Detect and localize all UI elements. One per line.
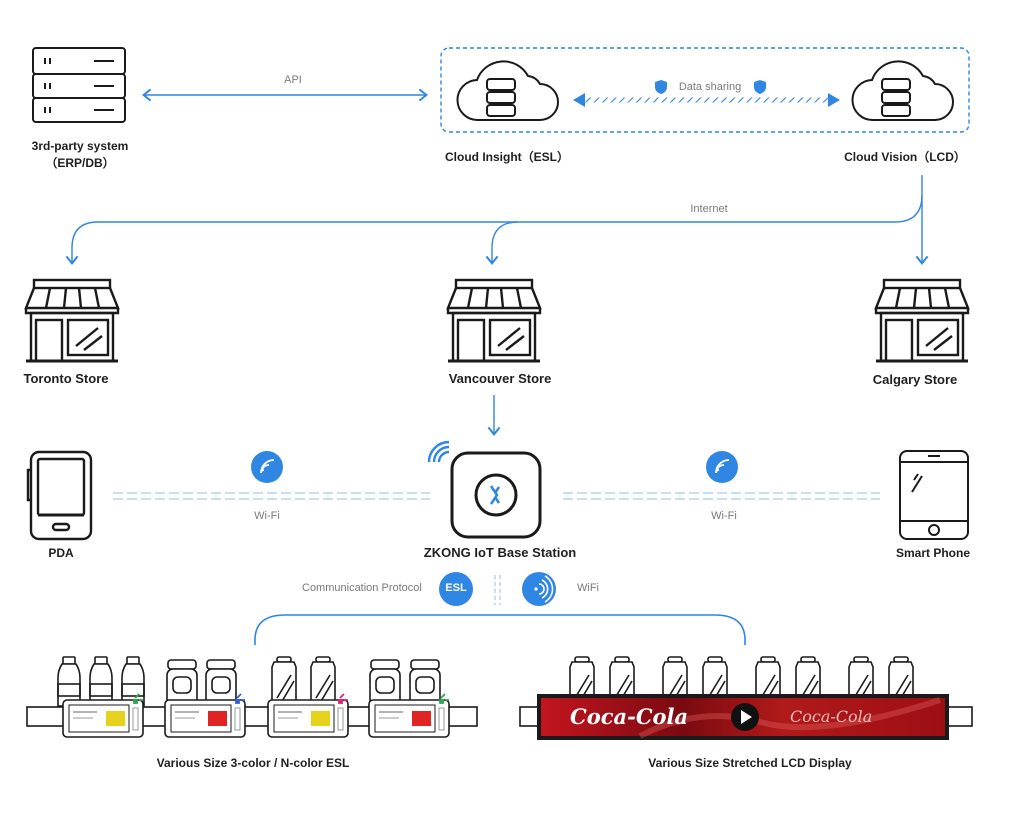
esl-tag — [62, 693, 144, 738]
data-sharing-label: Data sharing — [678, 81, 742, 93]
smartphone-label: Smart Phone — [895, 546, 971, 560]
protocol-arc — [254, 614, 746, 645]
toronto-store-label: Toronto Store — [23, 371, 109, 386]
base-station-label: ZKONG IoT Base Station — [423, 545, 577, 560]
bottle-icon — [121, 656, 145, 707]
internet-lines — [65, 175, 929, 436]
esl-shelf — [26, 706, 478, 727]
lcd-brand-right: Coca-Cola — [790, 707, 873, 726]
wifi-icon — [427, 440, 450, 463]
esl-tags — [62, 693, 450, 738]
pda-icon — [26, 450, 93, 541]
jar-icon — [409, 659, 441, 707]
indicator-light — [338, 693, 348, 704]
jar-icon — [369, 659, 401, 707]
cloud-platform-box — [440, 47, 970, 133]
esl-badge — [439, 572, 473, 606]
store-icon — [24, 278, 120, 363]
cloud-server-icon — [456, 60, 559, 122]
wifi-icon — [522, 572, 556, 606]
bottle-icon — [89, 656, 113, 707]
indicator-light — [235, 693, 245, 704]
wifi-icon — [251, 451, 283, 483]
can-icon — [310, 656, 336, 707]
wifi-link-right — [563, 492, 880, 500]
esl-tag — [267, 693, 349, 738]
store-icon — [874, 278, 970, 363]
shield-icon — [655, 80, 667, 94]
indicator-light — [133, 693, 143, 704]
cloud-insight-label: Cloud Insight（ESL） — [445, 150, 569, 164]
cloud-vision-label: Cloud Vision（LCD） — [844, 150, 966, 164]
can-icon — [271, 656, 297, 707]
shield-icon — [754, 80, 766, 94]
cloud-server-icon — [851, 60, 954, 122]
vancouver-store-label: Vancouver Store — [448, 371, 552, 386]
lcd-display — [537, 694, 949, 740]
third-party-subtitle: （ERP/DB） — [45, 156, 115, 170]
third-party-title: 3rd-party system — [31, 139, 129, 153]
esl-tag — [368, 693, 450, 738]
bottle-icon — [57, 656, 81, 707]
calgary-store-label: Calgary Store — [872, 372, 958, 387]
jar-icon — [205, 659, 237, 707]
wifi-link-left — [113, 492, 430, 500]
internet-label: Internet — [690, 203, 728, 215]
esl-badge-label: ESL — [445, 582, 467, 594]
jar-icon — [166, 659, 198, 707]
esl-shelf-label: Various Size 3-color / N-color ESL — [156, 756, 350, 770]
server-icon — [32, 47, 126, 123]
indicator-light — [439, 693, 449, 704]
esl-products — [57, 656, 441, 707]
smartphone-icon — [899, 450, 969, 540]
protocol-divider — [494, 575, 501, 605]
lcd-shelf-label: Various Size Stretched LCD Display — [648, 756, 852, 770]
router-icon — [427, 440, 542, 539]
lcd-brand-left: Coca-Cola — [570, 704, 689, 729]
communication-protocol-label: Communication Protocol — [302, 582, 422, 594]
store-icon — [446, 278, 542, 363]
wifi-icon — [706, 451, 738, 483]
wifi-right-label: Wi-Fi — [711, 510, 737, 522]
pda-label: PDA — [48, 546, 74, 560]
esl-tag — [164, 693, 246, 738]
api-label: API — [284, 74, 302, 86]
wifi-protocol-label: WiFi — [577, 582, 599, 594]
wifi-left-label: Wi-Fi — [254, 510, 280, 522]
